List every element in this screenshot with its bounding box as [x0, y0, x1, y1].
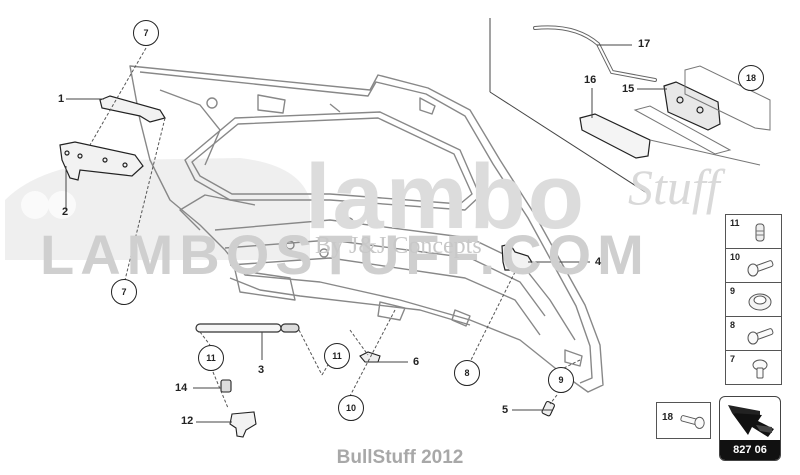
hardware-number: 11 [730, 218, 740, 228]
hardware-number: 18 [662, 412, 674, 423]
hardware-row-10: 10 [726, 249, 781, 283]
callout-2: 2 [62, 206, 69, 218]
cable-part-17 [533, 25, 657, 82]
reference-code: 827 06 [720, 440, 780, 460]
handle-part-16 [579, 113, 651, 159]
flange-nut-icon [748, 293, 772, 311]
circle-callout-8: 8 [454, 360, 480, 386]
hardware-table: 11 10 9 8 7 [725, 214, 782, 385]
callout-5: 5 [502, 404, 509, 416]
lock-part-4 [501, 243, 534, 271]
hex-bolt-icon [747, 260, 774, 277]
circle-callout-9: 9 [548, 367, 574, 393]
callout-12: 12 [181, 415, 194, 427]
latch-part-15 [663, 81, 721, 131]
callout-6: 6 [413, 356, 420, 368]
watermark-car-icon [5, 158, 310, 260]
clip-nut-icon [755, 223, 765, 242]
short-bolt-icon [752, 359, 768, 379]
clip-part-14 [220, 379, 232, 393]
hardware-row-8: 8 [726, 317, 781, 351]
circle-callout-7-top: 7 [133, 20, 159, 46]
circle-callout-11-left: 11 [198, 345, 224, 371]
engine-lid-arrow-icon [728, 405, 774, 437]
leader-lines [65, 44, 667, 423]
hardware-number: 8 [730, 320, 736, 330]
bracket-part-12 [229, 411, 257, 438]
bolt-part-5 [541, 400, 555, 417]
hardware-item-18: 18 [656, 402, 711, 439]
circle-callout-11-right: 11 [324, 343, 350, 369]
hex-bolt-icon [747, 328, 774, 345]
footer-caption: BullStuff 2012 [336, 447, 464, 468]
callout-1: 1 [58, 93, 65, 105]
callout-15: 15 [622, 83, 635, 95]
callout-17: 17 [638, 38, 651, 50]
hardware-number: 9 [730, 286, 736, 296]
hardware-number: 10 [730, 252, 741, 262]
hinge-part-1 [99, 95, 166, 123]
callout-3: 3 [258, 364, 265, 376]
circle-callout-7-bottom: 7 [111, 279, 137, 305]
callout-14: 14 [175, 382, 188, 394]
callout-16: 16 [584, 74, 597, 86]
cable-part-17-inner [534, 26, 656, 81]
rail-part-18 [633, 65, 771, 166]
circle-callout-10: 10 [338, 395, 364, 421]
hardware-row-11: 11 [726, 215, 781, 249]
engine-lid-panel [129, 65, 604, 393]
latch-assembly-inset [489, 18, 651, 196]
hardware-number: 7 [730, 354, 736, 364]
hex-bolt-icon [680, 415, 705, 429]
bracket-part-6 [359, 351, 381, 363]
hardware-row-9: 9 [726, 283, 781, 317]
hardware-row-7: 7 [726, 351, 781, 384]
circle-callout-18: 18 [738, 65, 764, 91]
callout-4: 4 [595, 256, 602, 268]
gas-strut-part-3 [195, 323, 300, 333]
reference-badge: 827 06 [719, 396, 781, 461]
